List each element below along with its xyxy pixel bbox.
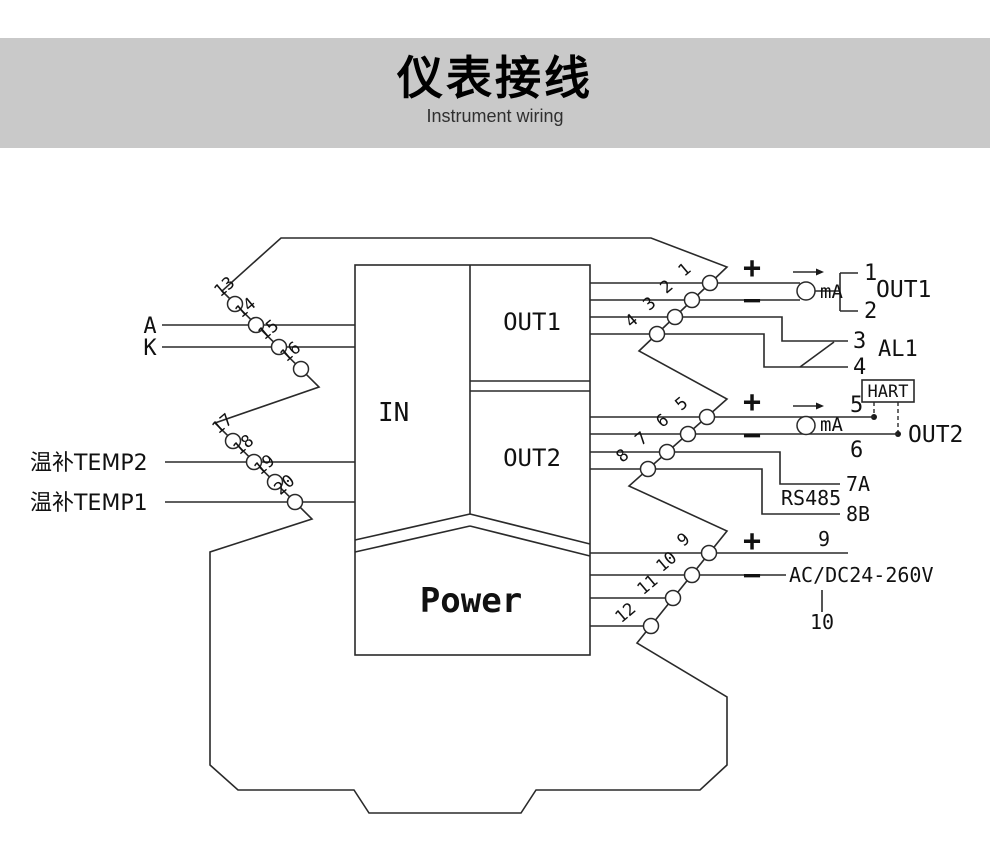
terminal-number-7: 7: [631, 428, 652, 450]
rs485-label: RS485: [781, 486, 841, 510]
out1-minus-sign: −: [743, 283, 761, 318]
terminal-number-2: 2: [656, 276, 677, 298]
out2-plus-sign: +: [743, 385, 761, 420]
terminal-1: [701, 274, 719, 292]
wire-rs485-8b: [590, 468, 840, 515]
al1-label: AL1: [878, 337, 918, 362]
out2-minus-sign: −: [743, 418, 761, 453]
input-a-label: A: [143, 314, 156, 339]
power-divider-left-b: [354, 525, 471, 553]
out1-plus-sign: +: [743, 251, 761, 286]
terminal-18: [245, 453, 263, 471]
terminal-7: [658, 443, 676, 461]
terminal-9: [700, 544, 718, 562]
terminal-number-1: 1: [674, 259, 695, 281]
out2-current-arrowhead-icon: [816, 402, 824, 410]
terminal-number-3: 3: [639, 293, 660, 315]
inner-module-box: [354, 264, 591, 656]
al1-terminal-3-label: 3: [853, 329, 866, 354]
page-title: 仪表接线: [397, 51, 593, 105]
al1-terminal-4-label: 4: [853, 355, 866, 380]
terminal-5: [698, 408, 716, 426]
terminal-number-6: 6: [652, 410, 673, 432]
out2-terminal-5-label: 5: [850, 393, 863, 418]
terminal-16: [292, 360, 310, 378]
power-voltage-label: AC/DC24-260V: [789, 563, 934, 587]
header-banner: 仪表接线 Instrument wiring: [0, 38, 990, 148]
terminal-11: [664, 589, 682, 607]
in-block-label: IN: [378, 398, 409, 428]
power-divider-right-a: [469, 513, 591, 545]
hart-box: [861, 379, 915, 403]
out1-terminal-1-label: 1: [864, 261, 877, 286]
out2-terminal-6-label: 6: [850, 438, 863, 463]
power-divider-left-a: [354, 513, 471, 541]
power-divider-right-b: [469, 525, 591, 557]
out2-ma-meter-icon: [796, 415, 816, 436]
wire-al1-4: [590, 333, 848, 368]
out2-ma-label: mA: [820, 414, 843, 436]
terminal-8: [639, 460, 657, 478]
out1-label: OUT1: [876, 277, 931, 303]
terminal-12: [642, 617, 660, 635]
out1-terminal-2-label: 2: [864, 299, 877, 324]
rs485-terminal-8b-label: 8B: [846, 502, 870, 526]
terminal-number-4: 4: [621, 310, 642, 332]
page-subtitle: Instrument wiring: [426, 106, 564, 126]
terminal-6: [679, 425, 697, 443]
out1-ma-meter-icon: [796, 281, 816, 301]
terminal-2: [683, 291, 701, 309]
terminal-20: [286, 493, 304, 511]
out1-current-arrowhead-icon: [816, 268, 824, 276]
terminal-number-5: 5: [671, 393, 692, 415]
terminal-15: [270, 338, 288, 356]
hart-label: HART: [868, 382, 909, 402]
rs485-terminal-7a-label: 7A: [846, 472, 870, 496]
temp1-label: 温补TEMP1: [30, 491, 148, 516]
terminal-19: [266, 473, 284, 491]
wire-rs485-7a: [590, 451, 840, 485]
out2-block-label: OUT2: [503, 444, 561, 472]
terminal-10: [683, 566, 701, 584]
out1-ma-label: mA: [820, 281, 843, 303]
wire-al1-3: [590, 316, 848, 342]
input-k-label: K: [143, 336, 157, 361]
power-plus-sign: +: [743, 524, 761, 559]
terminal-number-10: 10: [653, 548, 682, 576]
temp2-label: 温补TEMP2: [30, 451, 148, 476]
terminal-number-8: 8: [612, 445, 633, 467]
al1-contact-blade-icon: [799, 341, 835, 368]
terminal-13: [226, 295, 244, 313]
power-block-label: Power: [420, 581, 522, 621]
out2-label: OUT2: [908, 422, 963, 448]
terminal-4: [648, 325, 666, 343]
power-minus-sign: −: [743, 558, 761, 593]
terminal-3: [666, 308, 684, 326]
power-terminal-9-label: 9: [818, 527, 830, 551]
power-terminal-10-label: 10: [810, 610, 834, 634]
terminal-14: [247, 316, 265, 334]
terminal-17: [224, 432, 242, 450]
terminal-number-12: 12: [612, 599, 641, 627]
out1-block-label: OUT1: [503, 308, 561, 336]
terminal-number-9: 9: [673, 529, 694, 551]
